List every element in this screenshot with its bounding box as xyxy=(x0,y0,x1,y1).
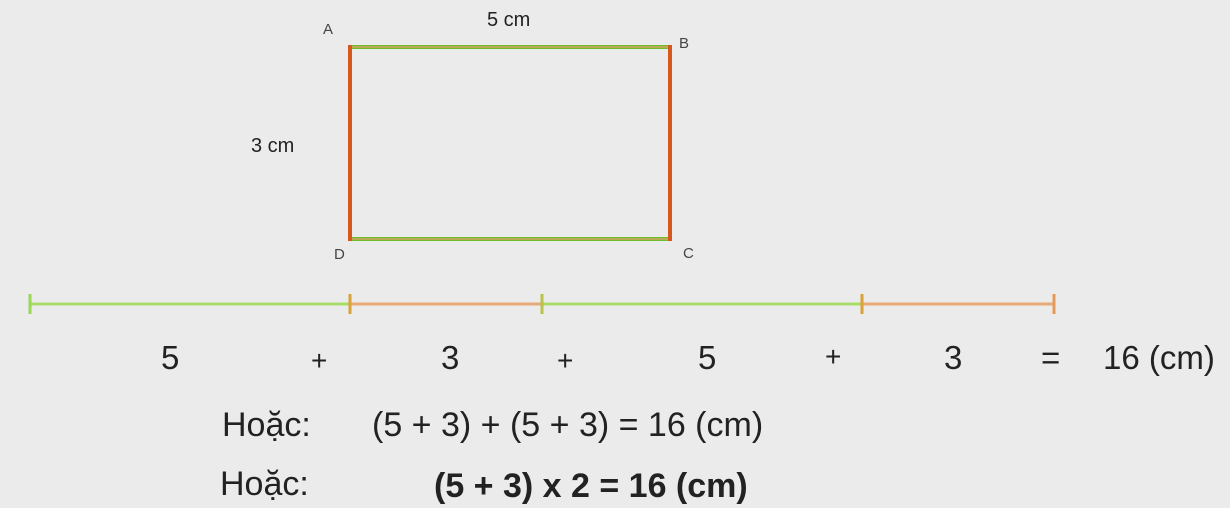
sum-term-1: 5 xyxy=(161,339,180,376)
sum-result: 16 (cm) xyxy=(1103,339,1215,376)
sum-term-3: 5 xyxy=(698,339,717,376)
alt-2-expression: (5 + 3) x 2 = 16 (cm) xyxy=(434,467,748,505)
sum-term-2: 3 xyxy=(441,339,460,376)
equals-sign: = xyxy=(1041,339,1061,376)
plus-sign-1: + xyxy=(311,345,328,376)
length-label: 5 cm xyxy=(487,9,531,31)
width-label: 3 cm xyxy=(251,135,295,157)
alt-2-prefix: Hoặc: xyxy=(220,465,309,503)
vertex-b-label: B xyxy=(679,35,690,52)
plus-sign-2: + xyxy=(557,345,574,376)
plus-sign-3: + xyxy=(825,341,842,372)
alt-1-prefix: Hoặc: xyxy=(222,406,311,444)
sum-term-4: 3 xyxy=(944,339,963,376)
vertex-c-label: C xyxy=(683,245,694,262)
alt-1-expression: (5 + 3) + (5 + 3) = 16 (cm) xyxy=(372,406,764,444)
vertex-a-label: A xyxy=(323,21,334,38)
vertex-d-label: D xyxy=(334,246,345,263)
